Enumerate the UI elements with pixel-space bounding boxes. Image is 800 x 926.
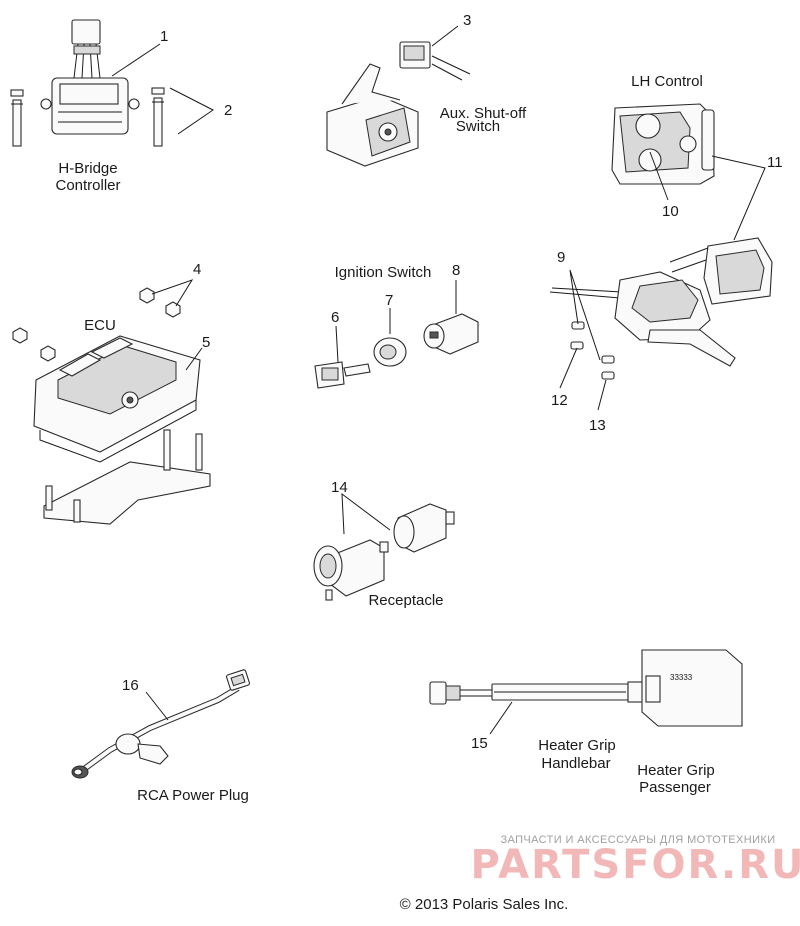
- callout-1: 1: [160, 28, 168, 45]
- ecu-bracket-part: [43, 429, 211, 525]
- caption-aux-line2: Switch: [456, 118, 500, 135]
- callout-numbers: 1 2 3 4 5 6 7 8 9 10 11 12 13 14 15 16: [122, 12, 783, 752]
- callout-9: 9: [557, 249, 565, 266]
- callout-12: 12: [551, 392, 568, 409]
- aux-shutoff-switch-part: [326, 41, 471, 167]
- callout-5: 5: [202, 334, 210, 351]
- ignition-key-part: [314, 361, 371, 389]
- ecu-part: [33, 335, 201, 463]
- caption-aux-line1: Aux. Shut-off: [440, 105, 527, 122]
- caption-grip-handlebar-line2: Handlebar: [541, 755, 610, 772]
- callout-2: 2: [224, 102, 232, 119]
- callout-11: 11: [767, 154, 783, 171]
- callout-4: 4: [193, 261, 201, 278]
- caption-ecu: ECU: [84, 317, 116, 334]
- callout-3: 3: [463, 12, 471, 29]
- h-bridge-controller-part: [40, 19, 140, 135]
- caption-h-bridge-line2: Controller: [55, 177, 120, 194]
- caption-grip-passenger-line1: Heater Grip: [637, 762, 715, 779]
- caption-ignition-switch: Ignition Switch: [335, 264, 432, 281]
- callout-7: 7: [385, 292, 393, 309]
- captions: H-Bridge Controller Aux. Shut-off Switch…: [55, 73, 714, 804]
- callout-14: 14: [331, 479, 348, 496]
- lh-control-part: [611, 103, 715, 185]
- heater-grip-passenger-part: 33333: [641, 649, 743, 727]
- caption-receptacle: Receptacle: [368, 592, 443, 609]
- nut-part: [12, 287, 181, 362]
- caption-rca-power-plug: RCA Power Plug: [137, 787, 249, 804]
- callout-10: 10: [662, 203, 679, 220]
- grip-marking: 33333: [670, 673, 693, 682]
- callout-16: 16: [122, 677, 139, 694]
- caption-h-bridge-line1: H-Bridge: [58, 160, 117, 177]
- copyright: © 2013 Polaris Sales Inc.: [400, 896, 569, 913]
- rca-power-plug-part: [71, 669, 251, 779]
- caption-lh-control: LH Control: [631, 73, 703, 90]
- receptacle-part: [313, 503, 455, 601]
- watermark-tagline: ЗАПЧАСТИ И АКСЕССУАРЫ ДЛЯ МОТОТЕХНИКИ: [500, 834, 775, 846]
- handlebar-control-assembly-part: [549, 237, 773, 380]
- screw-part: [10, 87, 165, 147]
- caption-grip-handlebar-line1: Heater Grip: [538, 737, 616, 754]
- watermark-brand: PARTSFOR.RU: [470, 842, 800, 888]
- ignition-switch-body-part: [423, 313, 479, 355]
- caption-grip-passenger-line2: Passenger: [639, 779, 711, 796]
- callout-15: 15: [471, 735, 488, 752]
- callout-8: 8: [452, 262, 460, 279]
- watermark: ЗАПЧАСТИ И АКСЕССУАРЫ ДЛЯ МОТОТЕХНИКИ PA…: [470, 834, 800, 888]
- heater-grip-handlebar-part: [429, 681, 647, 705]
- callout-13: 13: [589, 417, 606, 434]
- ignition-nut-part: [373, 337, 407, 367]
- callout-6: 6: [331, 309, 339, 326]
